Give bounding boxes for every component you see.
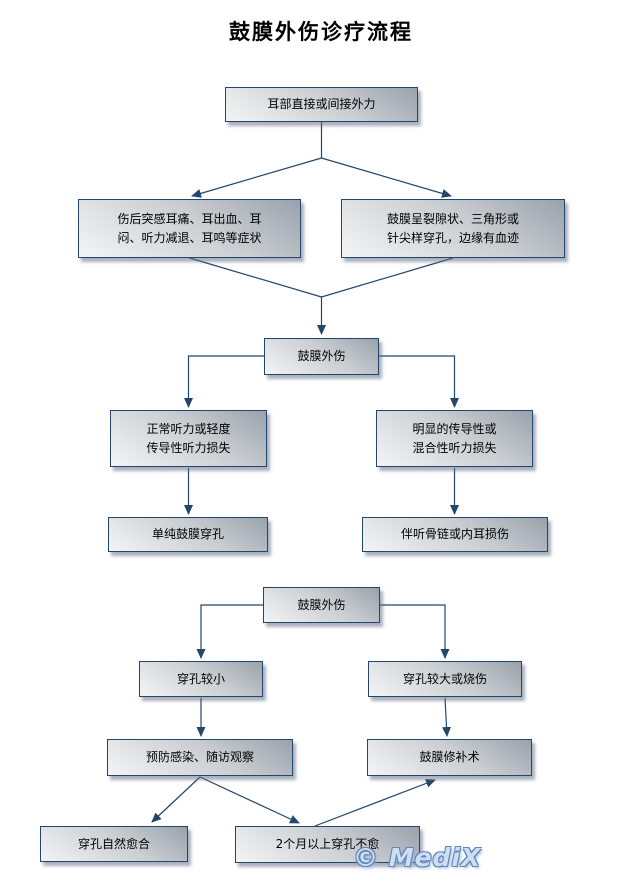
node-natural-healing: 穿孔自然愈合	[40, 826, 188, 862]
node-tympanic-trauma-1: 鼓膜外伤	[264, 338, 379, 375]
node-drum-signs: 鼓膜呈裂隙状、三角形或 针尖样穿孔，边缘有血迹	[341, 199, 565, 258]
node-prevent-infection: 预防感染、随访观察	[107, 739, 293, 776]
node-ossicular-injury: 伴听骨链或内耳损伤	[362, 517, 548, 552]
node-tympanic-trauma-2: 鼓膜外伤	[263, 587, 380, 623]
node-marked-hearing-loss: 明显的传导性或 混合性听力损失	[376, 410, 533, 467]
node-external-force: 耳部直接或间接外力	[225, 87, 418, 122]
node-unhealed-2-months: 2个月以上穿孔不愈	[235, 826, 420, 863]
medix-watermark: © MediX	[353, 843, 482, 872]
node-small-perforation: 穿孔较小	[139, 661, 263, 697]
page-title: 鼓膜外伤诊疗流程	[229, 20, 413, 44]
node-simple-perforation: 单纯鼓膜穿孔	[108, 517, 268, 552]
node-large-perforation: 穿孔较大或烧伤	[368, 661, 522, 697]
node-myringoplasty: 鼓膜修补术	[367, 739, 532, 776]
node-symptoms: 伤后突感耳痛、耳出血、耳 闷、听力减退、耳鸣等症状	[78, 199, 301, 258]
node-normal-hearing: 正常听力或轻度 传导性听力损失	[110, 410, 267, 467]
